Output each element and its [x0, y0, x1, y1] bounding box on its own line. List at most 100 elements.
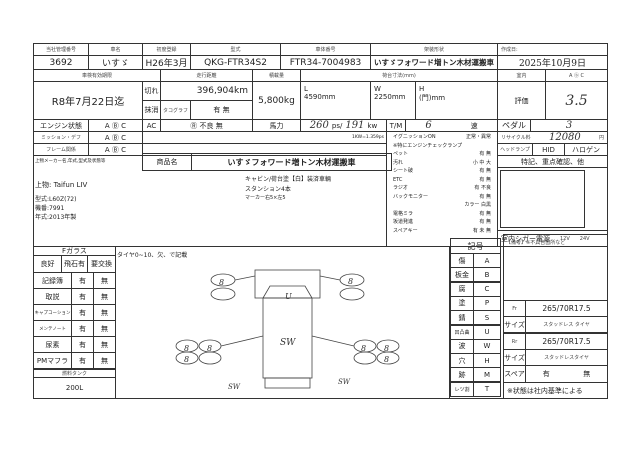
doc-label: 尿素 [33, 336, 72, 353]
doc-yes[interactable]: 有 [71, 352, 94, 369]
massho-label: 抹消 [142, 100, 161, 120]
diagram-mark: 8 [384, 355, 390, 364]
check-value: 有 無 [479, 168, 491, 174]
doc-no[interactable]: 無 [93, 272, 116, 289]
created-date: 2025年10月9日 [497, 55, 608, 70]
symbol-name: 波 [450, 338, 474, 354]
doc-yes[interactable]: 有 [71, 336, 94, 353]
chassis-no: FTR34-7004983 [280, 55, 371, 70]
label-rating: 評価 [497, 81, 546, 120]
symbol-code: S [473, 310, 501, 326]
check-label: ラジオ [393, 185, 408, 191]
product-label: 商品名 [142, 153, 192, 171]
check-label: スペアキー [393, 227, 418, 234]
doc-yes[interactable]: 有 [71, 304, 94, 321]
doc-yes[interactable]: 有 [71, 320, 94, 337]
product-name: いすゞフォワード増トン木材運搬車 [191, 153, 392, 171]
check-label: ETC [393, 176, 403, 183]
symbol-code: C [473, 281, 501, 297]
check-item: 電格ミラ有 無 [387, 210, 497, 219]
load-capacity: 5,800kg [252, 81, 301, 120]
car-name: いすゞ [88, 55, 143, 70]
check-label: シート破 [393, 168, 414, 174]
doc-label: メンテノート [33, 320, 72, 337]
check-value: 有 無 [479, 193, 491, 200]
doc-no[interactable]: 無 [93, 288, 116, 305]
check-label: 電格ミラ [393, 210, 414, 217]
notes-inner-box [500, 170, 585, 228]
body-line-3: マーカー右5×左5 [245, 195, 286, 201]
doc-yes[interactable]: 有 [71, 272, 94, 289]
label-rr-size: サイズ [503, 349, 526, 366]
diagram-mark: 8 [219, 278, 225, 287]
glass-chip: 飛石有 [61, 255, 88, 273]
symbol-code: U [473, 324, 501, 340]
rear-bumper [264, 377, 311, 389]
check-item: 汚れ 小 中 大 [387, 159, 497, 168]
check-value: 小 中 大 [472, 159, 491, 166]
bed-height: H(門)mm [415, 81, 498, 120]
doc-no[interactable]: 無 [93, 352, 116, 369]
label-fr: Fr [503, 300, 526, 317]
l-value: 4590mm [304, 93, 336, 101]
kire-label: 切れ [142, 81, 161, 101]
doc-no[interactable]: 無 [93, 336, 116, 353]
mgmt-no: 3692 [33, 55, 89, 70]
symbol-name: 跡 [450, 367, 474, 383]
rating: 3.5 [545, 81, 608, 120]
spare-no: 無 [583, 370, 591, 378]
symbol-name: 板金 [450, 267, 474, 283]
check-value: 有 未 無 [472, 227, 491, 234]
body-type: いすゞフォワード増トン木材運搬車 [370, 55, 498, 70]
mileage: 396,904km [160, 81, 253, 101]
symbol-code: H [473, 353, 501, 369]
check-label: 汚れ [393, 159, 404, 166]
footer-note: ※状態は社内基準による [503, 382, 608, 399]
check-value: 有 不良 [474, 185, 491, 191]
first-reg: H26年3月 [142, 55, 191, 70]
spare-tire: 有無 [525, 365, 608, 383]
check-label: ペット [393, 151, 409, 157]
doc-label: キャプコーション [33, 304, 72, 321]
symbol-name: 凹凸曲 [450, 324, 474, 340]
glass-replace: 要交換 [87, 255, 116, 273]
w-value: 2250mm [374, 93, 406, 101]
check-value: カラー 白黒 [464, 202, 491, 208]
check-label: 坂道発進 [393, 219, 414, 225]
doc-label: 取説 [33, 288, 72, 305]
tm-value: 6 [425, 120, 432, 131]
ps-unit: ps/ [331, 121, 343, 130]
upper-serial: 機番:7991 [35, 205, 65, 212]
check-item: バックモニター有 無 [387, 193, 497, 202]
symbol-code: B [473, 267, 501, 283]
recycle-value: 12080 [548, 132, 581, 143]
diagram-note: タイヤ0~10、欠、で記載 [117, 252, 188, 259]
ps-value: 260 [309, 120, 329, 131]
symbol-name: レツ割 [450, 381, 474, 397]
diagram-mark: SW [338, 378, 350, 386]
diagram-mark: U [285, 292, 292, 301]
l-label: L [304, 85, 308, 93]
doc-label: 記録簿 [33, 272, 72, 289]
symbol-name: 錆 [450, 310, 474, 326]
doc-yes[interactable]: 有 [71, 288, 94, 305]
check-item: カラー 白黒 [387, 201, 497, 210]
doc-no[interactable]: 無 [93, 320, 116, 337]
glass-ok: 良好 [33, 255, 62, 273]
check-item: 坂道発進有 無 [387, 218, 497, 227]
doc-no[interactable]: 無 [93, 304, 116, 321]
check-item: ※特にエンジンチェックランプ [387, 142, 497, 151]
fr-size: 265/70R17.5 [525, 300, 608, 317]
body-line-1: キャビン/荷台塗【白】装済車輛 [245, 176, 332, 183]
truck-diagram [175, 269, 400, 389]
symbol-code: A [473, 253, 501, 268]
windshield [262, 285, 313, 299]
check-item: ペット有 無 [387, 150, 497, 159]
kw-unit: kw [367, 121, 378, 130]
diagram-mark: 8 [348, 277, 354, 286]
